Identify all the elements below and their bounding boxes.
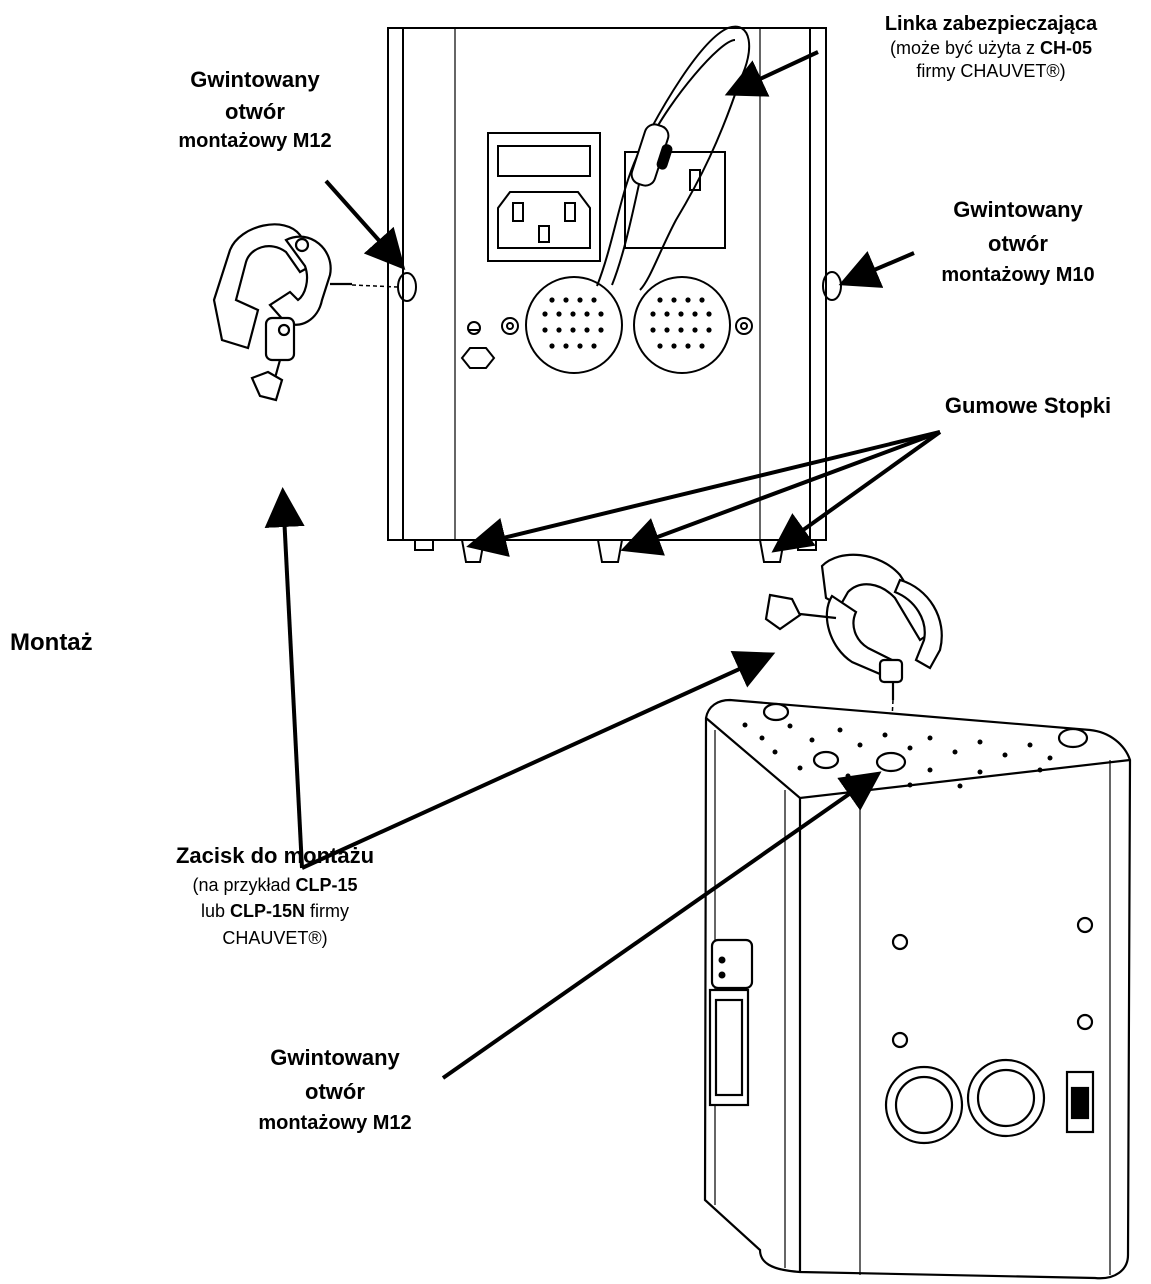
safety-cable-label: Linka zabezpieczająca (może być użyta z … (836, 12, 1146, 82)
clamp-example: (na przykład CLP-15 (135, 874, 415, 897)
clamp-brand: CHAUVET®) (222, 927, 328, 948)
grille-holes (542, 297, 712, 349)
hole-m12-bottom-line1: Gwintowany (270, 1045, 400, 1070)
hole-m10-line1: Gwintowany (953, 197, 1083, 222)
clamp-alternative: lub CLP-15N firmy (135, 900, 415, 923)
clamp-alt-suffix: firmy (305, 901, 350, 921)
clamp-title: Zacisk do montażu (175, 843, 375, 868)
hole-m10-label: Gwintowany otwór montażowy M10 (898, 196, 1138, 288)
top-fixture-rear-view (387, 25, 842, 563)
hole-m12-bottom-label: Gwintowany otwór montażowy M12 (215, 1044, 455, 1136)
safety-cable-model: CH-05 (1040, 38, 1093, 58)
left-clamp (212, 223, 352, 402)
hole-m12-top-line2: otwór (225, 98, 285, 124)
rubber-feet-label: Gumowe Stopki (944, 393, 1112, 418)
hole-m12-top-label: Gwintowany otwór montażowy M12 (135, 66, 375, 154)
clamp-alt-prefix: lub (200, 901, 230, 921)
hole-m12-bottom-line2: otwór (305, 1078, 365, 1104)
hole-m12-bottom-line3: montażowy M12 (258, 1112, 412, 1134)
safety-cable-note: (może być użyta z CH-05 (836, 37, 1146, 60)
safety-cable-title: Linka zabezpieczająca (884, 13, 1098, 35)
clamp-model-1: CLP-15 (295, 874, 358, 895)
safety-cable-brand: firmy CHAUVET®) (916, 60, 1066, 81)
hole-m12-top-line3: montażowy M12 (178, 130, 332, 152)
clamp-model-2: CLP-15N (230, 901, 306, 921)
hole-m10-line2: otwór (988, 230, 1048, 256)
pointer-arrows (264, 50, 942, 1080)
mounting-heading: Montaż (10, 629, 93, 656)
hole-m12-top-line1: Gwintowany (190, 67, 320, 92)
bottom-fixture-top-holes (718, 722, 1053, 979)
safety-cable-note-text: (może być użyta z (889, 38, 1041, 58)
hole-m10-line3: montażowy M10 (941, 264, 1095, 286)
bottom-clamp (764, 553, 943, 700)
left-clamp-dashed-line (351, 284, 399, 288)
bottom-fixture-isometric (703, 698, 1132, 1280)
clamp-example-text: (na przykład (192, 874, 296, 895)
clamp-label: Zacisk do montażu (na przykład CLP-15 lu… (135, 842, 415, 949)
